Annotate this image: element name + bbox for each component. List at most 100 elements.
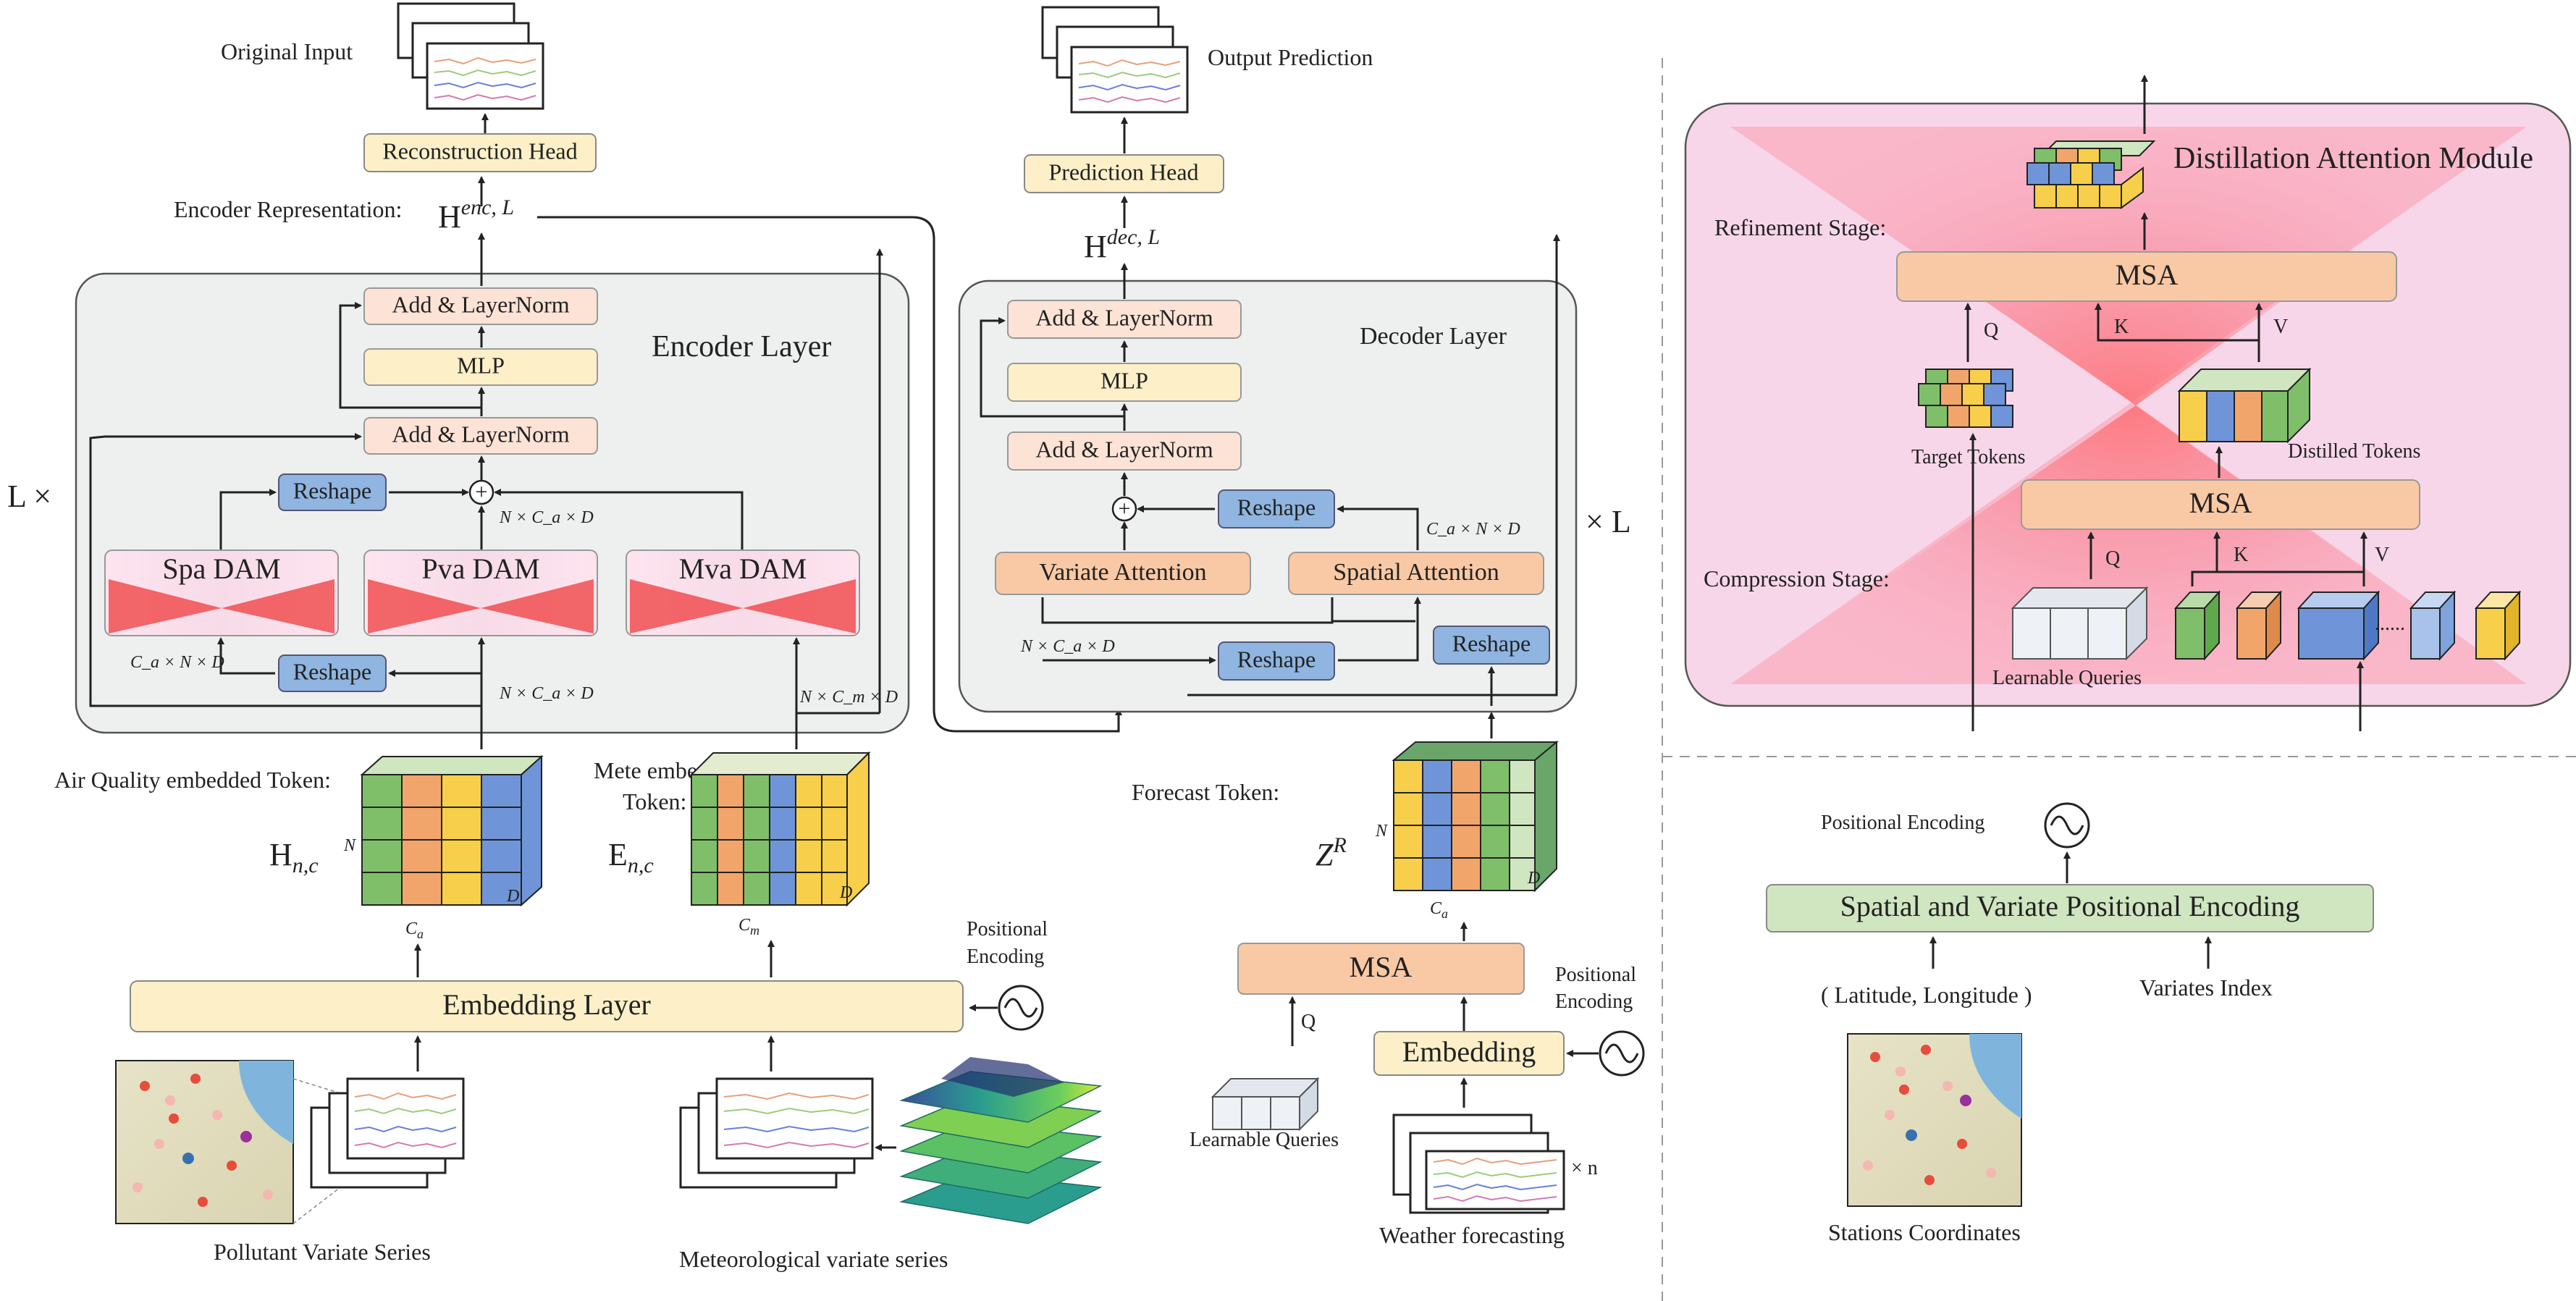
mete-d-dim: D <box>839 883 852 902</box>
forecast-ca-dim: Ca <box>1430 899 1448 921</box>
h-nc-symbol: Hn,c <box>269 837 319 877</box>
dam-msa-bottom-label: MSA <box>2189 487 2252 519</box>
forecast-token-cube <box>1392 740 1559 893</box>
encoder-add-norm-top-label: Add & LayerNorm <box>392 291 569 317</box>
dam-learnable-queries-label: Learnable Queries <box>1992 667 2142 689</box>
mete-cm-dim: Cm <box>738 916 759 938</box>
h-dec-symbol: Hdec, L <box>1084 225 1160 264</box>
stations-map <box>1847 1033 2022 1207</box>
prediction-head-label: Prediction Head <box>1048 159 1198 185</box>
svg-text:+: + <box>1119 497 1131 521</box>
positional-title: Positional Encoding <box>1821 812 1984 834</box>
output-prediction-label: Output Prediction <box>1208 44 1373 70</box>
encoder-representation-label: Encoder Representation: <box>174 196 402 222</box>
air-quality-n-dim: N <box>343 836 357 855</box>
original-input-series-icon <box>397 2 544 110</box>
decoder-pos-enc-2: Encoding <box>1555 990 1633 1013</box>
output-prediction-series-icon <box>1041 6 1189 114</box>
spa-dam-label: Spa DAM <box>162 552 280 585</box>
reconstruction-head-box <box>363 133 597 172</box>
dam-input-tokens <box>2173 590 2522 661</box>
encoder-dim-plus: N × C_a × D <box>499 508 594 527</box>
meteorological-series-label: Meteorological variate series <box>679 1246 948 1272</box>
dam-v-top: V <box>2273 316 2288 338</box>
air-quality-token-cube <box>360 754 544 907</box>
decoder-add-norm-mid-label: Add & LayerNorm <box>1035 436 1213 462</box>
original-input-label: Original Input <box>221 38 353 64</box>
decoder-msa-box <box>1237 943 1525 995</box>
dam-k-bottom: K <box>2234 544 2248 566</box>
times-n-label: × n <box>1571 1157 1598 1179</box>
air-quality-token-label: Air Quality embedded Token: <box>54 767 331 793</box>
dam-refinement-label: Refinement Stage: <box>1714 214 1886 240</box>
spa-dam-box: Spa DAM <box>104 550 339 636</box>
decoder-repeat-label: × L <box>1586 504 1631 539</box>
decoder-reshape-mid <box>1218 641 1335 681</box>
weather-forecasting-label: Weather forecasting <box>1379 1222 1565 1248</box>
mete-token-label-2: Token: <box>623 788 686 814</box>
decoder-q-label: Q <box>1301 1011 1316 1033</box>
dam-target-tokens <box>1918 369 2013 428</box>
encoder-mlp-box <box>363 348 598 386</box>
dam-q-bottom: Q <box>2105 547 2120 570</box>
decoder-learnable-queries-icon <box>1211 1077 1320 1132</box>
decoder-dim-left: N × C_a × D <box>1020 637 1115 656</box>
positional-encoding-box <box>1766 884 2374 932</box>
mete-token-cube <box>689 751 871 907</box>
lat-lon-label: ( Latitude, Longitude ) <box>1821 982 2032 1008</box>
encoder-dim-mva: N × C_m × D <box>799 688 898 707</box>
decoder-embedding-label: Embedding <box>1402 1035 1536 1068</box>
dam-title: Distillation Attention Module <box>2173 142 2533 175</box>
e-nc-symbol: En,c <box>608 837 654 877</box>
reconstruction-head-label: Reconstruction Head <box>382 138 577 164</box>
decoder-msa-label: MSA <box>1350 951 1413 983</box>
spatial-attention-label: Spatial Attention <box>1333 559 1499 586</box>
decoder-embedding-box <box>1373 1031 1565 1076</box>
air-quality-d-dim: D <box>506 887 519 906</box>
dam-output-tokens <box>2026 140 2156 209</box>
dam-q-top: Q <box>1984 319 1998 342</box>
dam-distilled-tokens <box>2177 367 2312 444</box>
encoder-repeat-label: L × <box>7 479 51 514</box>
encoder-dim-spa: C_a × N × D <box>130 653 224 672</box>
encoder-add-norm-mid <box>363 417 598 455</box>
dam-v-bottom: V <box>2375 544 2389 566</box>
decoder-mlp-label: MLP <box>1100 367 1148 393</box>
encoder-reshape-top-label: Reshape <box>293 477 371 503</box>
prediction-head-box <box>1024 154 1224 193</box>
variates-index-label: Variates Index <box>2139 974 2273 1001</box>
decoder-add-norm-mid <box>1007 431 1242 471</box>
dam-msa-bottom-box <box>2021 479 2420 530</box>
stations-coordinates-label: Stations Coordinates <box>1828 1219 2021 1245</box>
encoder-add-circle <box>468 479 494 505</box>
pva-dam-label: Pva DAM <box>421 552 539 585</box>
embedding-pos-enc-1: Positional <box>967 918 1048 940</box>
decoder-pos-enc-1: Positional <box>1555 964 1636 986</box>
forecast-token-label: Forecast Token: <box>1132 779 1279 805</box>
decoder-dim-right: C_a × N × D <box>1426 520 1520 539</box>
encoder-mlp-label: MLP <box>457 352 505 378</box>
embedding-layer-box <box>130 980 964 1032</box>
decoder-add-norm-top <box>1007 300 1242 339</box>
embedding-layer-label: Embedding Layer <box>442 988 651 1021</box>
decoder-mlp-box <box>1007 363 1242 402</box>
pollutant-series-icon <box>310 1077 465 1189</box>
decoder-reshape-mid-label: Reshape <box>1237 646 1316 672</box>
meteorological-series-icon <box>679 1077 874 1189</box>
dam-msa-top-label: MSA <box>2116 258 2179 291</box>
z-r-symbol: ZR <box>1316 833 1347 872</box>
positional-encoding-label: Spatial and Variate Positional Encoding <box>1840 890 2300 922</box>
pva-dam-box: Pva DAM <box>363 550 598 636</box>
forecast-n-dim: N <box>1375 822 1389 841</box>
encoder-reshape-top <box>278 473 387 511</box>
decoder-add-circle <box>1111 496 1137 522</box>
svg-text:+: + <box>476 480 488 504</box>
encoder-add-norm-mid-label: Add & LayerNorm <box>392 421 569 447</box>
dam-msa-top-box <box>1896 251 2397 302</box>
encoder-layer-title: Encoder Layer <box>652 330 831 363</box>
pollutant-map <box>115 1060 294 1224</box>
air-quality-ca-dim: Ca <box>405 919 424 941</box>
encoder-reshape-bottom <box>278 654 387 692</box>
dam-learnable-queries <box>2011 586 2149 661</box>
meteorological-terrain-layers <box>899 1057 1103 1224</box>
